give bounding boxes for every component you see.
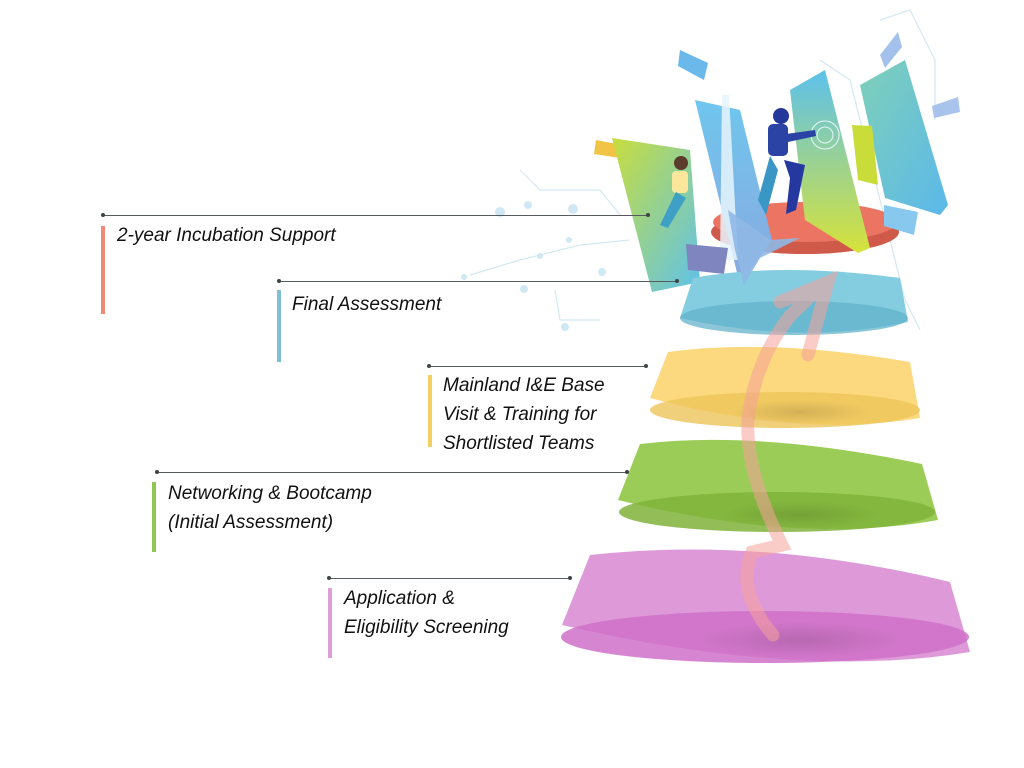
stage-color-bar: [428, 375, 432, 447]
stage-color-bar: [328, 588, 332, 658]
tier-networking: [618, 439, 938, 532]
stage-connector-line: [277, 279, 679, 283]
circuit-decoration: [469, 9, 936, 331]
card-chess: [860, 60, 948, 215]
tier-mainland: [650, 346, 920, 428]
stage-color-bar: [277, 290, 281, 362]
stage-connector-line: [327, 576, 572, 580]
stage-label-networking: Networking & Bootcamp (Initial Assessmen…: [168, 483, 372, 533]
stage-color-bar: [152, 482, 156, 552]
progress-arrow-icon: [740, 270, 838, 642]
stage-connector-line: [155, 470, 629, 474]
figure-woman: [660, 156, 728, 274]
figure-man: [758, 108, 816, 215]
tier-application: [561, 549, 970, 663]
stage-label-application: Application & Eligibility Screening: [344, 588, 509, 638]
stage-connector-line: [427, 364, 648, 368]
stage-color-bar: [101, 226, 105, 314]
stage-label-mainland: Mainland I&E Base Visit & Training for S…: [443, 375, 605, 454]
stage-label-incubation: 2-year Incubation Support: [117, 225, 336, 246]
stage-connector-line: [101, 213, 650, 217]
card-right: [790, 70, 870, 253]
stage-label-final-assessment: Final Assessment: [292, 294, 442, 315]
